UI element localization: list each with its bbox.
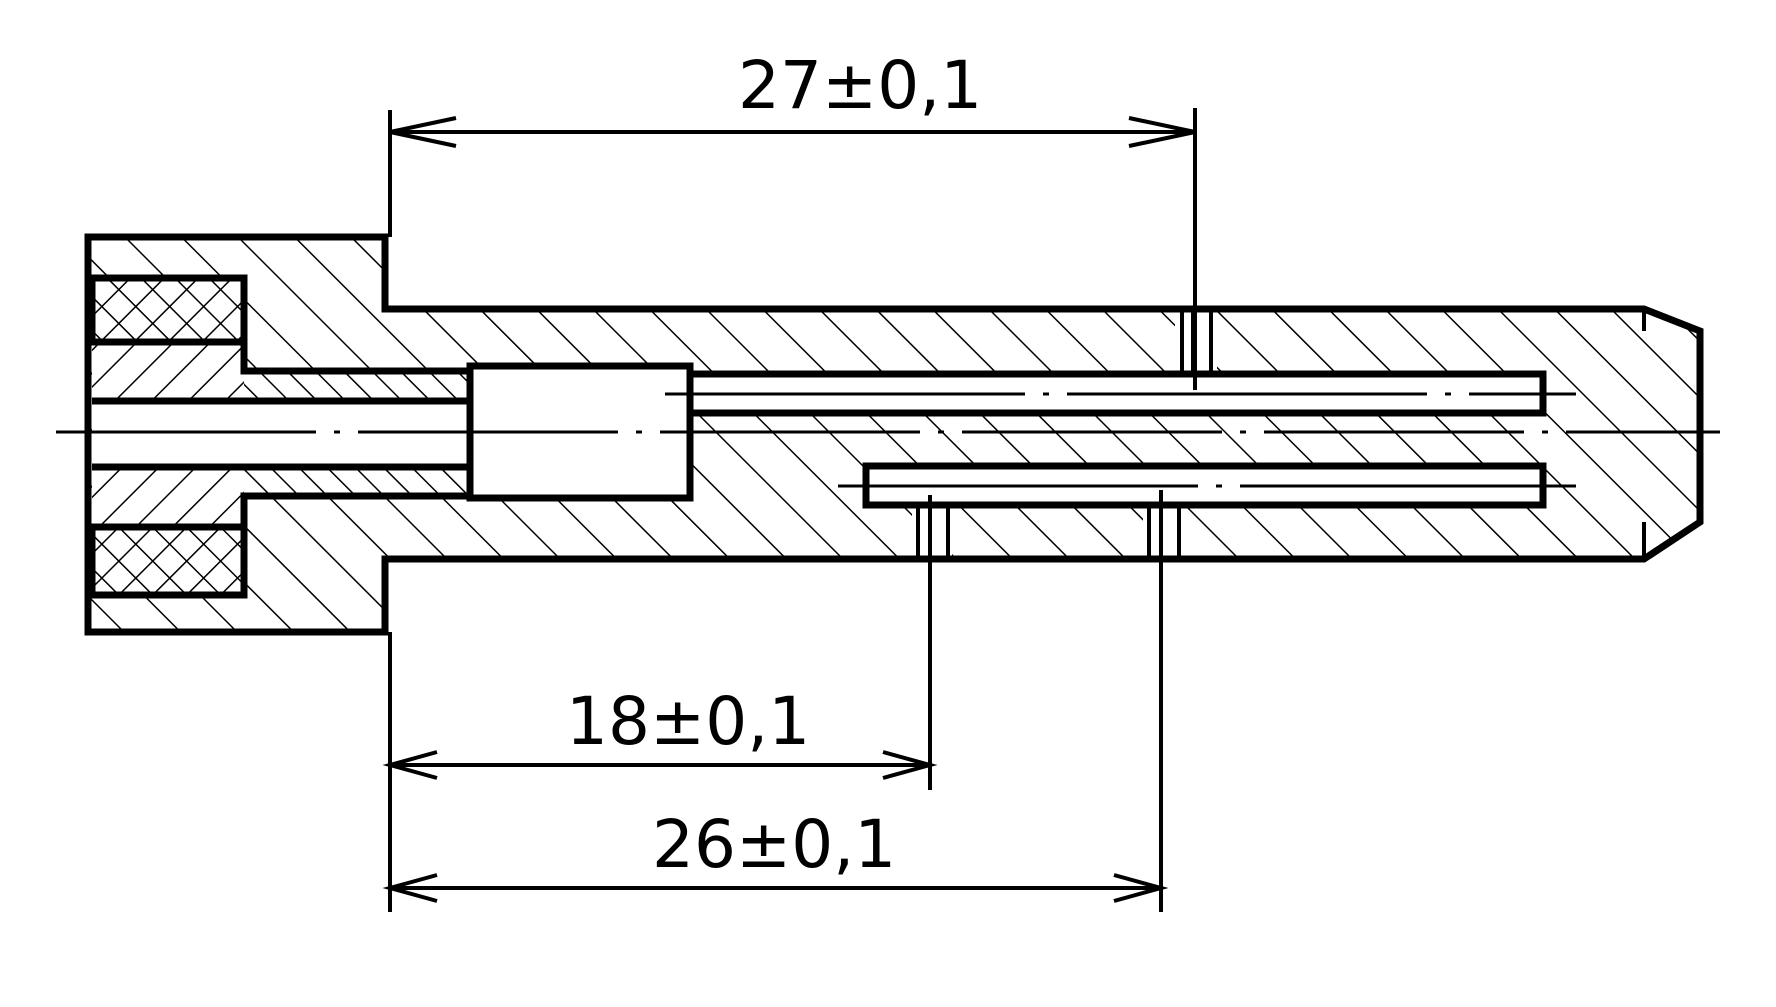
- body-hatch: [88, 237, 1700, 632]
- bore-liner-top: [244, 371, 470, 401]
- center-lines: [56, 392, 1720, 488]
- sleeve-bottom-outline: [92, 492, 470, 531]
- dimension-label-27: 27±0,1: [738, 47, 982, 124]
- body-outline: [84, 233, 1704, 636]
- dimension-lines: [382, 108, 1197, 912]
- sleeve-top-outline: [92, 338, 470, 375]
- bore-liner-bottom: [244, 467, 470, 497]
- central-bore: [92, 401, 470, 467]
- part-body: [84, 233, 1704, 636]
- dimension-label-26: 26±0,1: [652, 806, 896, 883]
- dimension-label-18: 18±0,1: [566, 683, 810, 760]
